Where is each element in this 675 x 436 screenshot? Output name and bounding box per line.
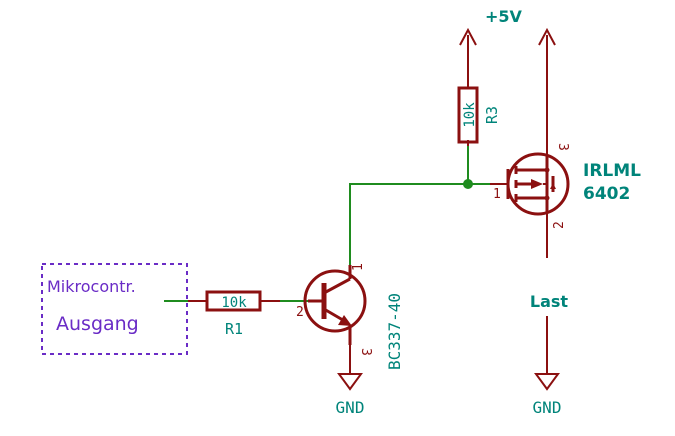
load-label: Last <box>530 292 569 311</box>
r3-ref: R3 <box>483 106 501 124</box>
gnd-symbol-q1 <box>337 373 363 391</box>
mosfet-q2: 1 3 2 IRLML 6402 <box>490 27 641 258</box>
q2-pin-gate: 1 <box>493 187 501 202</box>
vcc-arrow-mosfet <box>538 27 556 46</box>
q2-pin-drain: 2 <box>552 221 567 229</box>
gnd-symbol-load <box>534 373 560 391</box>
r3-value: 10k <box>462 102 478 128</box>
transistor-q1: 1 2 3 BC337-40 <box>296 263 404 374</box>
resistor-r1: 10k R1 <box>188 290 280 338</box>
wire-collector <box>349 183 468 265</box>
box-label-line1: Mikrocontr. <box>47 277 136 296</box>
r1-value: 10k <box>221 295 247 311</box>
q1-part-number: BC337-40 <box>385 293 404 370</box>
q2-pin-source: 3 <box>555 143 570 151</box>
microcontroller-output-box: Mikrocontr. Ausgang <box>41 263 188 355</box>
box-label-line2: Ausgang <box>56 313 139 335</box>
gnd-label-q1: GND <box>336 398 365 417</box>
r1-ref: R1 <box>225 320 243 338</box>
resistor-r3: 10k R3 <box>457 27 501 146</box>
vcc-arrow-r3 <box>459 27 477 46</box>
q1-pin-base: 2 <box>296 305 304 320</box>
q1-pin-emitter: 3 <box>358 348 373 356</box>
q1-pin-collector: 1 <box>351 263 366 271</box>
q2-part-line1: IRLML <box>583 161 641 181</box>
vcc-label: +5V <box>485 7 523 26</box>
q2-part-line2: 6402 <box>583 184 630 204</box>
gnd-label-load: GND <box>533 398 562 417</box>
